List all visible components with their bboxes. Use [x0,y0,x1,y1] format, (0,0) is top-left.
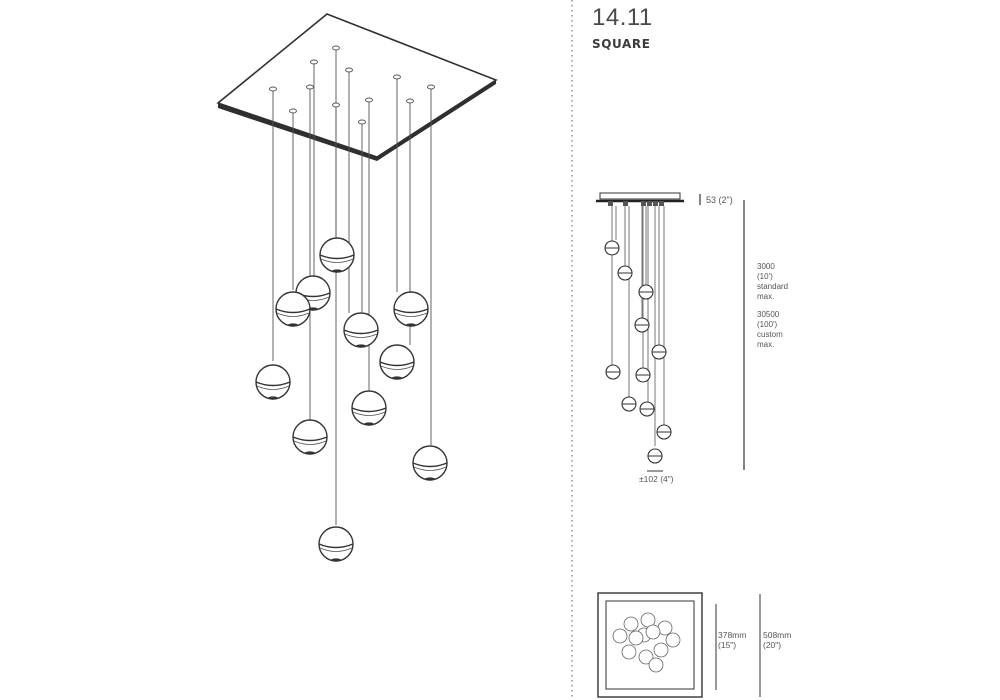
standard-length-mm: 3000 [757,262,775,271]
custom-length-mm: 30500 [757,310,780,319]
side-cables [611,206,665,446]
custom-max-label: max. [757,340,775,349]
variant-label: SQUARE [592,37,651,51]
side-canopy [596,192,684,206]
standard-max-label: max. [757,292,775,301]
plan-inner-in: (15") [718,640,737,650]
model-number: 14.11 [592,4,653,31]
plan-outer-in: (20") [763,640,782,650]
dotted-divider [571,0,573,700]
canopy-plate [216,13,498,161]
canopy-height-label: 53 (2") [706,195,733,205]
custom-label: custom [757,330,783,339]
plan-inner-mm: 378mm [718,630,747,640]
standard-length-ft: (10') [757,272,773,281]
pendant-diameter-label: ±102 (4") [639,474,674,484]
plan-inner-dimension: 378mm (15") [718,630,746,650]
plan-globe-circles [612,612,681,673]
standard-label: standard [757,282,789,291]
plan-outer-dimension: 508mm (20") [763,630,791,650]
attachment-points [269,45,435,125]
length-dimension-group: 3000 (10') standard max. 30500 (100') cu… [757,262,788,350]
custom-length-ft: (100') [757,320,778,329]
plan-outer-mm: 508mm [763,630,792,640]
